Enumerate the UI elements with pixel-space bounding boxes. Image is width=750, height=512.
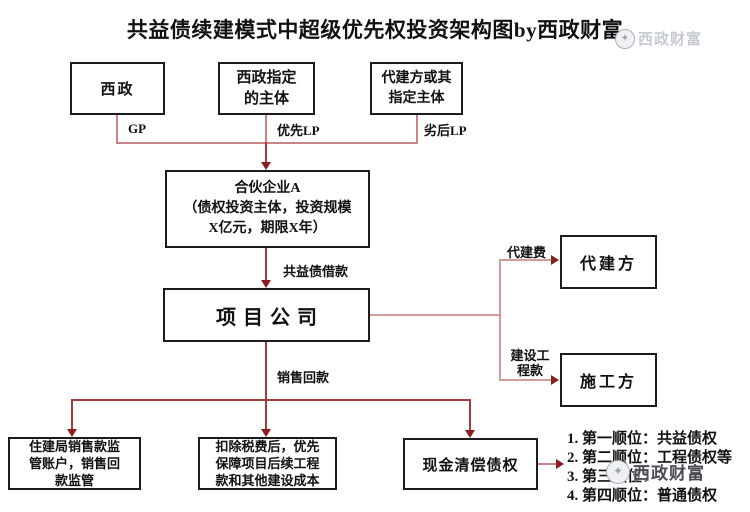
edge-bottom-harness (71, 399, 471, 401)
node-designated-line1: 西政指定 (236, 69, 297, 86)
arrow-down-cash-icon (465, 430, 475, 438)
arrow-down-project-icon (261, 280, 271, 288)
priority-item-4: 4. 第四顺位：普通债权 (567, 488, 718, 504)
node-regulator-account: 住建局销售款监 管账户，销售回 款监管 (8, 437, 141, 490)
node-regulator-line1: 住建局销售款监 (28, 439, 120, 454)
node-partnership-line2: （债权投资主体，投资规模 (183, 201, 352, 216)
edge-gp-drop (116, 115, 118, 143)
arrow-down-partnership-icon (261, 162, 271, 170)
edge-constructor-arm (499, 379, 553, 381)
node-constructor-label: 施工方 (579, 374, 637, 391)
edge-label-construction-fee: 建设工 程款 (506, 348, 554, 378)
node-xizheng-label: 西政 (100, 82, 135, 98)
edge-label-gp: GP (128, 121, 147, 136)
node-daijian-line1: 代建方或其 (381, 70, 452, 86)
edge-sales-line (265, 342, 267, 401)
node-deduction: 扣除税费后，优先 保障项目后续工程 款和其他建设成本 (198, 437, 337, 490)
edge-cash-to-list (538, 463, 557, 465)
node-partnership-line1: 合伙企业A (234, 181, 301, 196)
edge-loan-line (265, 248, 267, 281)
arrow-right-agent-icon (551, 255, 559, 265)
priority-list: 1. 第一顺位：共益债权 2. 第二顺位：工程债权等 3. 第三顺位： 4. 第… (567, 430, 732, 506)
edge-label-senior-lp: 优先LP (277, 123, 320, 138)
node-constructor: 施工方 (560, 353, 657, 407)
edge-regulator-drop (71, 399, 73, 430)
edge-junior-lp-drop (416, 115, 418, 143)
edge-project-right (370, 314, 501, 316)
node-cash-settlement: 现金清偿债权 (403, 438, 538, 490)
arrow-right-constructor-icon (551, 375, 559, 385)
page-title: 共益债续建模式中超级优先权投资架构图by西政财富 (126, 18, 624, 42)
node-deduction-line2: 保障项目后续工程 (215, 456, 320, 471)
edge-label-agent-fee: 代建费 (507, 245, 547, 260)
arrow-down-deduction-icon (261, 429, 271, 437)
edge-agent-arm (499, 259, 553, 261)
node-xizheng: 西政 (70, 62, 165, 115)
node-regulator-line3: 款监管 (54, 473, 94, 488)
priority-item-2: 2. 第二顺位：工程债权等 (567, 450, 733, 466)
edge-deduction-drop (265, 399, 267, 430)
node-partnership-line3: X亿元，期限X年） (208, 221, 327, 236)
edge-top-harness (116, 142, 418, 144)
arrow-right-list-icon (556, 459, 564, 469)
node-regulator-line2: 管账户，销售回 (28, 456, 120, 471)
node-partnership: 合伙企业A （债权投资主体，投资规模 X亿元，期限X年） (165, 170, 370, 248)
edge-label-construction-fee-line1: 建设工 (510, 348, 550, 363)
node-daijian-entity: 代建方或其 指定主体 (370, 62, 463, 115)
node-deduction-line1: 扣除税费后，优先 (215, 439, 320, 454)
node-agent-label: 代建方 (579, 256, 637, 273)
node-project-company-label: 项目公司 (216, 306, 324, 329)
edge-label-loan: 共益债借款 (283, 264, 349, 279)
node-project-company: 项目公司 (163, 288, 370, 342)
edge-cash-drop (469, 399, 471, 431)
node-cash-settlement-label: 现金清偿债权 (422, 457, 519, 474)
edge-into-partnership (265, 142, 267, 164)
priority-item-3: 3. 第三顺位： (567, 469, 658, 485)
arrow-down-regulator-icon (67, 429, 77, 437)
node-daijian-line2: 指定主体 (388, 90, 445, 106)
edge-right-bracket (499, 259, 501, 381)
node-designated-line2: 的主体 (243, 90, 289, 107)
node-agent: 代建方 (560, 235, 657, 289)
node-designated-entity: 西政指定 的主体 (218, 62, 315, 115)
priority-item-1: 1. 第一顺位：共益债权 (567, 431, 718, 447)
node-deduction-line3: 款和其他建设成本 (215, 473, 320, 488)
edge-label-construction-fee-line2: 程款 (516, 363, 543, 378)
edge-label-sales: 销售回款 (277, 370, 330, 385)
edge-label-junior-lp: 劣后LP (424, 123, 467, 138)
edge-senior-lp-drop (265, 115, 267, 143)
